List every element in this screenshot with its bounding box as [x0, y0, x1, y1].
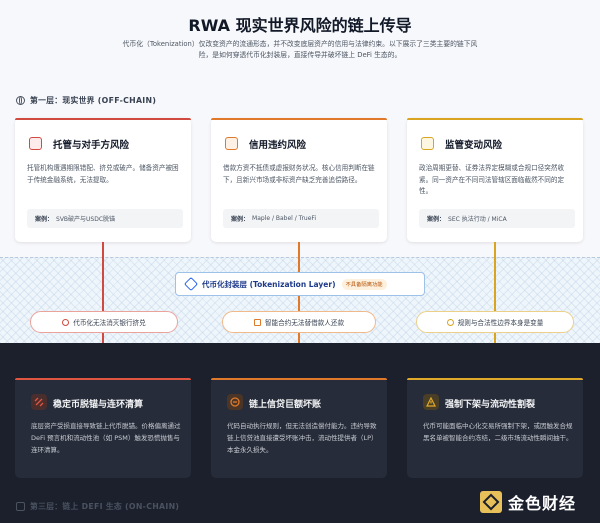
- page-title: RWA 现实世界风险的链上传导: [188, 16, 412, 35]
- tokenization-label: 代币化封装层 (Tokenization Layer): [202, 279, 336, 289]
- transmission-line-custody: [102, 242, 104, 311]
- case-text: SEC 执法行动 / MiCA: [448, 216, 507, 223]
- card-accent-bar: [211, 378, 387, 380]
- risk-case: 案例： SVB破产与USDC脱锚: [27, 209, 183, 228]
- transmission-pill-custody: 代币化无法消灭银行挤兑: [30, 311, 178, 333]
- transmission-label: 代币化无法消灭银行挤兑: [73, 319, 146, 327]
- layer1-label: 第一层：现实世界 (OFF-CHAIN): [30, 95, 157, 105]
- transmission-line-regulatory: [494, 242, 496, 311]
- risk-card-credit: 信用违约风险 借款方资不抵债或虚报财务状况。核心信用判断在链下，且新兴市场或非标…: [211, 118, 387, 242]
- shield-icon: [62, 318, 70, 326]
- risk-case: 案例： SEC 执法行动 / MiCA: [419, 209, 575, 228]
- layer3-label: 第三层：链上 DEFI 生态 (ON-CHAIN): [30, 502, 180, 511]
- risk-desc: 借款方资不抵债或虚报财务状况。核心信用判断在链下，且新兴市场或非标资产缺乏完善追…: [223, 164, 375, 184]
- impact-card-baddebt: 链上信贷巨额坏账 代码自动执行规则，但无法创造偿付能力。违约导致链上信贷池直接遭…: [211, 378, 387, 478]
- risk-case: 案例： Maple / Babel / TrueFi: [223, 209, 379, 228]
- bank-icon: [29, 137, 42, 150]
- case-label: 案例：: [35, 216, 54, 223]
- band-border-top: [0, 257, 600, 258]
- case-label: 案例：: [231, 216, 250, 223]
- risk-desc: 政治周期更替、证券法界定模糊或合规口径突然收紧。同一资产在不同司法管辖区面临截然…: [419, 164, 565, 195]
- risk-card-regulatory: 监管变动风险 政治周期更替、证券法界定模糊或合规口径突然收紧。同一资产在不同司法…: [407, 118, 583, 242]
- impact-card-depeg: 稳定币脱锚与连环清算 底层资产受损直接导致链上代币脱锚。价格偏离通过 DeFi …: [15, 378, 191, 478]
- broken-link-icon: [31, 394, 47, 410]
- case-text: Maple / Babel / TrueFi: [252, 215, 317, 222]
- transmission-pill-regulatory: 规则与合法性边界本身是变量: [416, 311, 574, 333]
- jinse-logo-icon: [480, 491, 502, 513]
- scale-icon: [421, 137, 434, 150]
- risk-title: 托管与对手方风险: [53, 140, 130, 151]
- impact-title: 强制下架与流动性割裂: [445, 400, 536, 410]
- case-label: 案例：: [427, 216, 446, 223]
- transmission-label: 规则与合法性边界本身是变量: [457, 319, 544, 327]
- layer1-header: 第一层：现实世界 (OFF-CHAIN): [16, 94, 156, 106]
- card-accent-bar: [15, 118, 191, 120]
- document-icon: [225, 137, 238, 150]
- impact-desc: 代码自动执行规则，但无法创造偿付能力。违约导致链上信贷池直接遭受坏账冲击，流动性…: [227, 422, 377, 454]
- chain-icon: [16, 502, 25, 511]
- card-accent-bar: [407, 378, 583, 380]
- layer3-header: 第三层：链上 DEFI 生态 (ON-CHAIN): [16, 501, 179, 512]
- cube-icon: [183, 276, 199, 292]
- globe-icon: [16, 95, 25, 105]
- card-accent-bar: [407, 118, 583, 120]
- no-isolation-badge: 不具备隔离功能: [341, 278, 387, 290]
- impact-card-delisting: 强制下架与流动性割裂 代币可能面临中心化交易所强制下架，或因触发合规黑名单被智能…: [407, 378, 583, 478]
- risk-title: 监管变动风险: [445, 140, 503, 151]
- card-accent-bar: [211, 118, 387, 120]
- case-text: SVB破产与USDC脱锚: [56, 216, 116, 223]
- risk-card-custody: 托管与对手方风险 托管机构遭遇期限错配、挤兑或破产。储备资产被困于传统金融系统，…: [15, 118, 191, 242]
- card-accent-bar: [15, 378, 191, 380]
- watermark: 金色财经: [480, 490, 576, 514]
- gavel-icon: [446, 318, 454, 326]
- minus-circle-icon: [227, 394, 243, 410]
- impact-title: 链上信贷巨额坏账: [249, 400, 322, 410]
- impact-desc: 代币可能面临中心化交易所强制下架，或因触发合规黑名单被智能合约冻结，二级市场流动…: [423, 422, 573, 442]
- transmission-pill-credit: 智能合约无法替借款人还款: [222, 311, 376, 333]
- watermark-text: 金色财经: [508, 494, 577, 513]
- risk-title: 信用违约风险: [249, 140, 307, 151]
- page-subtitle: 代币化（Tokenization）仅改变资产的流通形态，并不改变底层资产的信用与…: [122, 40, 478, 59]
- transmission-label: 智能合约无法替借款人还款: [264, 319, 345, 327]
- impact-title: 稳定币脱锚与连环清算: [53, 400, 144, 410]
- alert-icon: [423, 394, 439, 410]
- risk-desc: 托管机构遭遇期限错配、挤兑或破产。储备资产被困于传统金融系统，无法提取。: [27, 164, 179, 184]
- code-icon: [253, 318, 261, 326]
- tokenization-layer-box: 代币化封装层 (Tokenization Layer) 不具备隔离功能: [175, 272, 425, 296]
- impact-desc: 底层资产受损直接导致链上代币脱锚。价格偏离通过 DeFi 预言机和流动性池（如 …: [31, 422, 181, 454]
